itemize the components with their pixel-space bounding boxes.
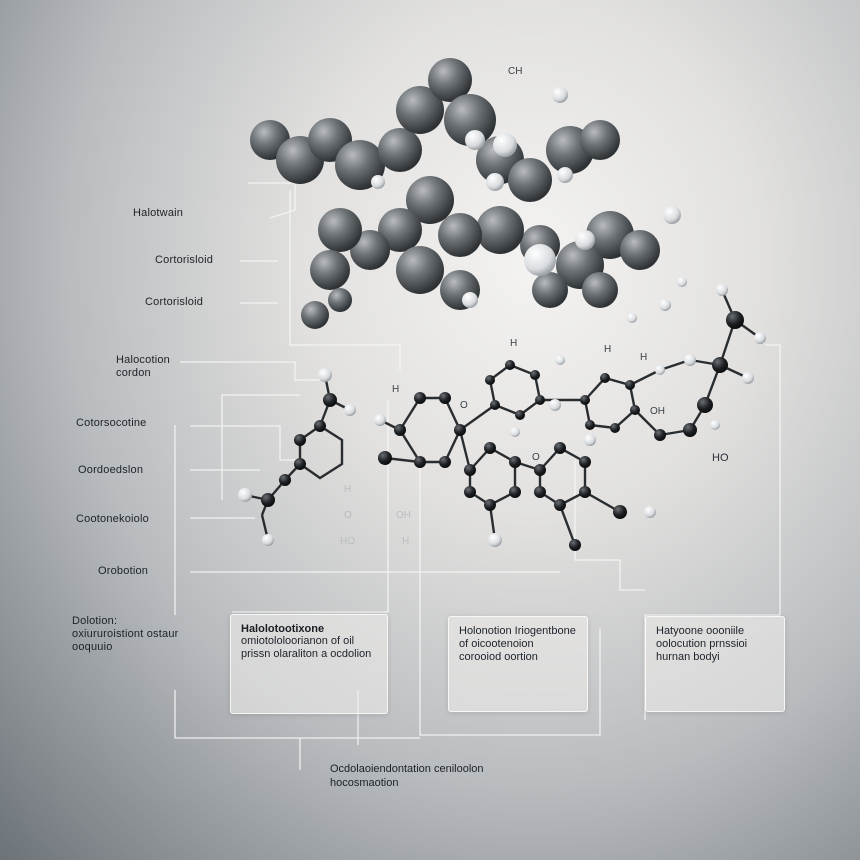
atom-label: H <box>402 536 410 547</box>
atom-label: H <box>604 344 612 355</box>
atom-label: OH <box>650 406 665 417</box>
left-label-dolotion: Dolotion: oxiururoistiont ostaur ooquuio <box>72 615 179 653</box>
info-card-hatyoone: Hatyoone oooniile oolocution prnssioi hu… <box>645 616 785 712</box>
info-card-halolotootixone: Halolotootixone omiotololoorianon of oil… <box>230 614 388 714</box>
info-card-holonotion: Holonotion Iriogentbone of oicootenoion … <box>448 616 588 712</box>
left-label-oordoedslon: Oordoedslon <box>78 464 144 476</box>
atom-label: CH <box>508 66 523 77</box>
atom-label: O <box>460 400 468 411</box>
left-label-cotorsocotine: Cotorsocotine <box>76 417 147 429</box>
atom-label: HO <box>340 536 355 547</box>
space-filling-molecule <box>250 58 681 329</box>
card-body: Holonotion Iriogentbone of oicootenoion … <box>459 625 576 663</box>
left-label-cootonekoiolo: Cootonekoiolo <box>76 513 149 525</box>
ball-and-stick-bonds <box>244 289 761 546</box>
left-label-cortorisloid-2: Cortorisloid <box>145 296 204 308</box>
atom-label: H <box>640 352 648 363</box>
left-label-orobotion: Orobotion <box>98 565 149 577</box>
atom-label: HO <box>712 452 729 464</box>
card-body: Hatyoone oooniile oolocution prnssioi hu… <box>656 625 748 663</box>
card-body: omiotololoorianon of oil prissn olaralit… <box>241 635 372 660</box>
connector-lines <box>174 182 781 770</box>
card-title: Halolotootixone <box>241 623 325 635</box>
atom-label: H <box>344 484 352 495</box>
atom-label: O <box>344 510 352 521</box>
atom-label: OH <box>396 510 411 521</box>
atom-label: O <box>532 452 540 463</box>
ball-and-stick-atoms <box>238 277 766 551</box>
atom-label: H <box>510 338 518 349</box>
left-label-halotwain: Halotwain <box>133 207 184 219</box>
left-label-cortorisloid-1: Cortorisloid <box>155 254 214 266</box>
footer-caption: Ocdolaoiendontation ceniloolon hocosmaot… <box>330 763 484 789</box>
atom-label: H <box>392 384 400 395</box>
left-label-halocotion: Halocotion cordon <box>116 354 170 379</box>
